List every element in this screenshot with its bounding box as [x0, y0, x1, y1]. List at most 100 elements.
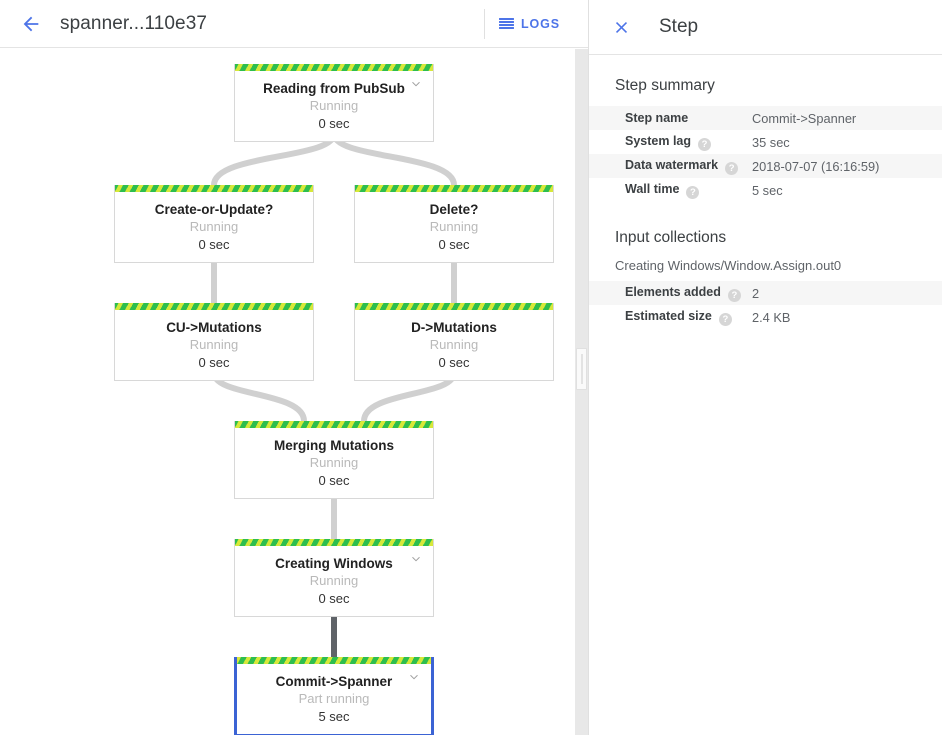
node-status: Running: [189, 337, 239, 352]
job-graph-pane: spanner...110e37 LOGS Reading from PubSu…: [0, 0, 589, 735]
graph-node-create-or-update[interactable]: Create-or-Update? Running 0 sec: [114, 185, 314, 263]
back-arrow-icon[interactable]: [14, 7, 48, 41]
node-name: Delete?: [429, 202, 479, 217]
node-name: Merging Mutations: [274, 438, 394, 453]
logs-button[interactable]: LOGS: [485, 7, 576, 41]
detail-row-key: Wall time?: [589, 178, 752, 202]
node-elapsed-time: 0 sec: [198, 237, 230, 252]
node-status: Running: [309, 573, 359, 588]
detail-key-label: Wall time: [625, 181, 680, 196]
header-divider: [483, 8, 485, 39]
node-elapsed-time: 0 sec: [438, 355, 470, 370]
detail-row-value: 5 sec: [752, 182, 783, 198]
logs-button-label: LOGS: [520, 16, 560, 31]
node-status-stripe: [235, 421, 433, 428]
node-status: Running: [429, 219, 479, 234]
help-icon[interactable]: ?: [718, 312, 732, 326]
detail-row-value: 35 sec: [752, 134, 790, 150]
node-status-stripe: [237, 657, 431, 664]
node-status: Part running: [298, 691, 370, 706]
detail-row: Wall time?5 sec: [589, 178, 942, 202]
graph-node-delete[interactable]: Delete? Running 0 sec: [354, 185, 554, 263]
detail-row-value: 2: [752, 285, 760, 301]
graph-edges: [205, 128, 463, 657]
detail-row-value: 2.4 KB: [752, 309, 791, 325]
detail-row: Elements added?2: [589, 281, 942, 305]
input-collections-heading: Input collections: [615, 229, 727, 246]
detail-row: Estimated size?2.4 KB: [589, 305, 942, 329]
step-panel-header: Step: [589, 0, 942, 55]
node-status: Running: [189, 219, 239, 234]
detail-key-label: System lag: [625, 133, 692, 148]
detail-row-key: Step name: [589, 106, 752, 130]
help-icon[interactable]: ?: [727, 288, 741, 302]
node-body: Create-or-Update? Running 0 sec: [115, 192, 313, 262]
node-status-stripe: [355, 303, 553, 310]
graph-vertical-scrollbar[interactable]: [575, 49, 588, 735]
node-elapsed-time: 0 sec: [318, 591, 350, 606]
graph-scrollbar-thumb[interactable]: [576, 348, 587, 390]
node-status-stripe: [235, 539, 433, 546]
detail-row-value: 2018-07-07 (16:16:59): [752, 158, 880, 174]
help-icon[interactable]: ?: [698, 137, 712, 151]
node-elapsed-time: 0 sec: [198, 355, 230, 370]
node-status-stripe: [115, 185, 313, 192]
node-name: Commit->Spanner: [275, 674, 393, 689]
node-status-stripe: [355, 185, 553, 192]
node-elapsed-time: 5 sec: [318, 709, 350, 724]
node-status: Running: [309, 455, 359, 470]
detail-key-label: Data watermark: [625, 157, 719, 172]
help-icon[interactable]: ?: [725, 161, 739, 175]
step-summary-heading: Step summary: [615, 77, 715, 94]
node-elapsed-time: 0 sec: [438, 237, 470, 252]
detail-row-key: Estimated size?: [589, 305, 752, 329]
close-icon[interactable]: [607, 13, 635, 41]
step-detail-pane: Step Step summary Step name Commit->Spann…: [589, 0, 942, 735]
job-header: spanner...110e37 LOGS: [0, 0, 588, 48]
chevron-down-icon[interactable]: [409, 77, 423, 91]
detail-row-value: Commit->Spanner: [752, 110, 857, 126]
page-title: spanner...110e37: [60, 12, 208, 34]
step-panel-title: Step: [659, 16, 699, 37]
detail-row: Data watermark?2018-07-07 (16:16:59): [589, 154, 942, 178]
detail-row-key: Data watermark?: [589, 154, 752, 178]
chevron-down-icon[interactable]: [407, 670, 421, 684]
node-name: Create-or-Update?: [154, 202, 274, 217]
detail-row: System lag?35 sec: [589, 130, 942, 154]
detail-row-key: System lag?: [589, 130, 752, 154]
detail-row-key: Elements added?: [589, 281, 752, 305]
help-icon[interactable]: ?: [686, 185, 700, 199]
node-status-stripe: [115, 303, 313, 310]
node-body: Delete? Running 0 sec: [355, 192, 553, 262]
node-name: D->Mutations: [411, 320, 497, 335]
input-collection-name: Creating Windows/Window.Assign.out0: [615, 258, 842, 273]
node-name: Creating Windows: [275, 556, 393, 571]
node-name: CU->Mutations: [166, 320, 262, 335]
detail-key-label: Step name: [625, 111, 689, 125]
logs-hamburger-icon: [498, 17, 514, 30]
node-elapsed-time: 0 sec: [318, 116, 350, 131]
detail-row: Step name Commit->Spanner: [589, 106, 942, 130]
chevron-down-icon[interactable]: [409, 552, 423, 566]
node-elapsed-time: 0 sec: [318, 473, 350, 488]
node-status: Running: [309, 98, 359, 113]
node-status-stripe: [235, 64, 433, 71]
node-name: Reading from PubSub: [263, 81, 405, 96]
